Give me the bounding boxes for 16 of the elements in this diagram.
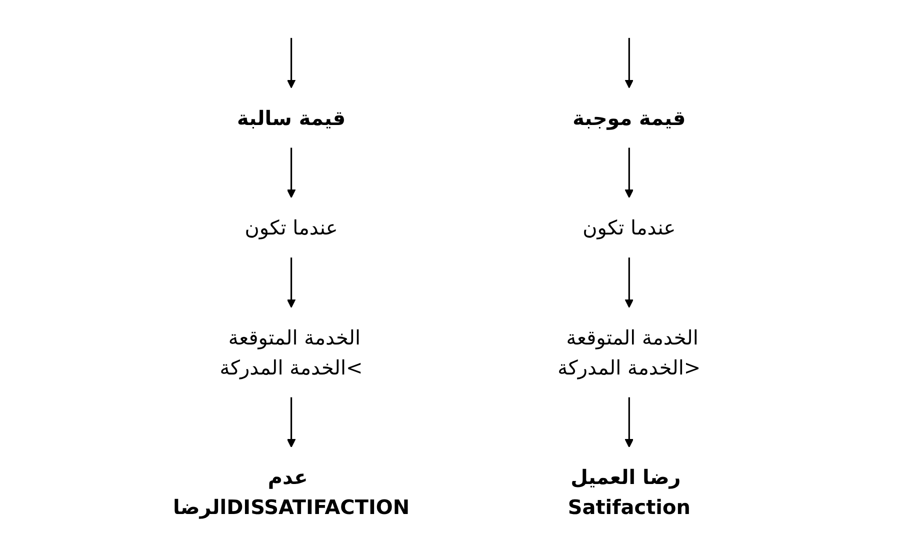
node-text: الخدمة المتوقعة <الخدمة المدركة: [558, 325, 701, 380]
node-text: رضا العميل Satifaction: [568, 465, 690, 520]
arrow: [624, 397, 634, 448]
node-text: عندما تكون: [244, 216, 338, 240]
node-text: الخدمة المتوقعة >الخدمة المدركة: [220, 325, 363, 380]
node-text: قيمة موجبة: [572, 106, 686, 130]
arrow: [286, 258, 296, 308]
arrow: [624, 148, 634, 198]
arrow: [624, 258, 634, 308]
arrow: [624, 38, 634, 88]
arrow: [286, 38, 296, 88]
node-text: عندما تكون: [582, 216, 676, 240]
node-text: قيمة سالبة: [237, 106, 346, 130]
arrow: [286, 397, 296, 448]
arrow: [286, 148, 296, 198]
node-text: عدم الرضاDISSATIFACTION: [173, 465, 410, 520]
